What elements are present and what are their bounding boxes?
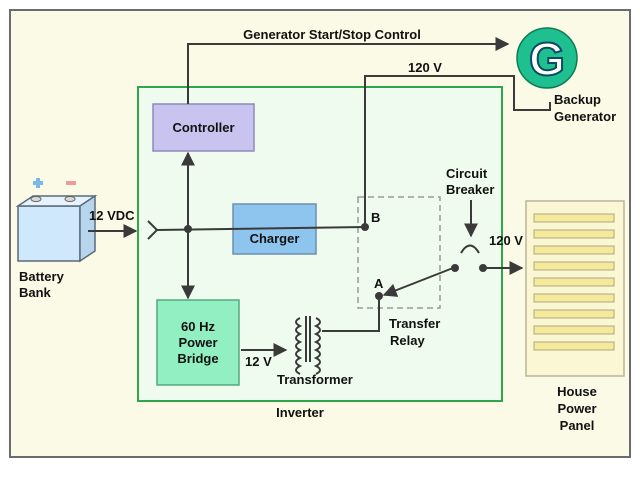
transformer-label: Transformer xyxy=(277,372,353,387)
controller-box xyxy=(152,103,255,152)
power-bridge-label-line3: Bridge xyxy=(177,351,218,366)
generator-icon xyxy=(516,27,578,89)
controller-label: Controller xyxy=(172,120,234,135)
contact-a-label: A xyxy=(374,276,384,291)
contact-b-label: B xyxy=(371,210,380,225)
breaker-contact-left xyxy=(451,264,459,272)
inverter-label: Inverter xyxy=(276,405,324,420)
relay-switch-arm xyxy=(382,267,454,297)
transformer-icon xyxy=(295,316,321,375)
power-bridge-box xyxy=(156,299,240,386)
generator-label-line2: Generator xyxy=(554,109,616,124)
generator-control-wire xyxy=(187,37,510,104)
breaker-label-line1: Circuit xyxy=(446,166,488,181)
contact-b xyxy=(361,223,369,231)
generator-icon-letter: G xyxy=(529,33,565,85)
house-panel-breakers xyxy=(533,213,615,351)
generator-label-line1: Backup xyxy=(554,92,601,107)
breaker-icon xyxy=(460,244,480,254)
output-voltage-label: 120 V xyxy=(489,233,523,248)
house-panel-label-line2: Power xyxy=(557,401,596,416)
battery-label-line1: Battery xyxy=(19,269,65,284)
generator-output-wire xyxy=(364,75,515,227)
breaker-label-line2: Breaker xyxy=(446,182,494,197)
power-bridge-label-line1: 60 Hz xyxy=(181,319,215,334)
dc-input-label: 12 VDC xyxy=(89,208,135,223)
generator-control-label: Generator Start/Stop Control xyxy=(243,27,421,42)
transfer-relay-region xyxy=(357,196,441,309)
charger-label: Charger xyxy=(250,231,300,246)
bridge-voltage-label: 12 V xyxy=(245,354,272,369)
power-bridge-label-line2: Power xyxy=(178,335,217,350)
generator-voltage-label: 120 V xyxy=(408,60,442,75)
generator-feed-wire xyxy=(513,88,551,111)
transfer-relay-label-line1: Transfer xyxy=(389,316,440,331)
transformer-output-wire xyxy=(322,296,380,332)
battery-icon xyxy=(15,178,98,263)
battery-label-line2: Bank xyxy=(19,285,52,300)
transfer-relay-label-line2: Relay xyxy=(390,333,425,348)
house-panel-label-line3: Panel xyxy=(560,418,595,433)
house-panel-label-line1: House xyxy=(557,384,597,399)
